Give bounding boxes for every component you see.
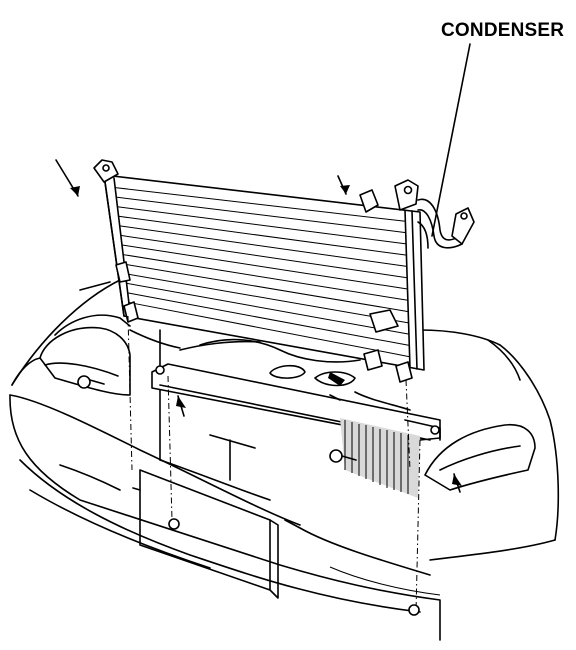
right-headlight <box>424 339 560 561</box>
condenser-fin <box>126 282 410 335</box>
condenser-fin <box>116 196 406 234</box>
condenser-brackets <box>93 159 419 383</box>
condenser-fin <box>118 215 407 256</box>
condenser-fin <box>119 225 407 267</box>
condenser-fin <box>115 187 406 222</box>
condenser-fin <box>117 206 407 245</box>
left-headlight <box>11 314 131 396</box>
condenser-fin <box>123 254 408 301</box>
engine-bay <box>199 338 411 411</box>
condenser-fin <box>121 244 408 290</box>
condenser-fin <box>120 234 408 279</box>
condenser-fin <box>125 273 409 324</box>
condenser-leader-line <box>431 43 471 237</box>
condenser-label: CONDENSER <box>441 20 565 41</box>
condenser-fin <box>127 292 410 346</box>
radiator-support <box>151 363 441 498</box>
front-bumper <box>9 394 441 641</box>
condenser-fin <box>128 301 410 358</box>
bolts <box>77 375 420 616</box>
alignment-arrows <box>55 159 462 493</box>
condenser-fin <box>124 263 409 313</box>
license-plate-bracket <box>132 469 279 599</box>
condenser-pipes <box>417 198 475 249</box>
alignment-guides <box>127 315 421 613</box>
